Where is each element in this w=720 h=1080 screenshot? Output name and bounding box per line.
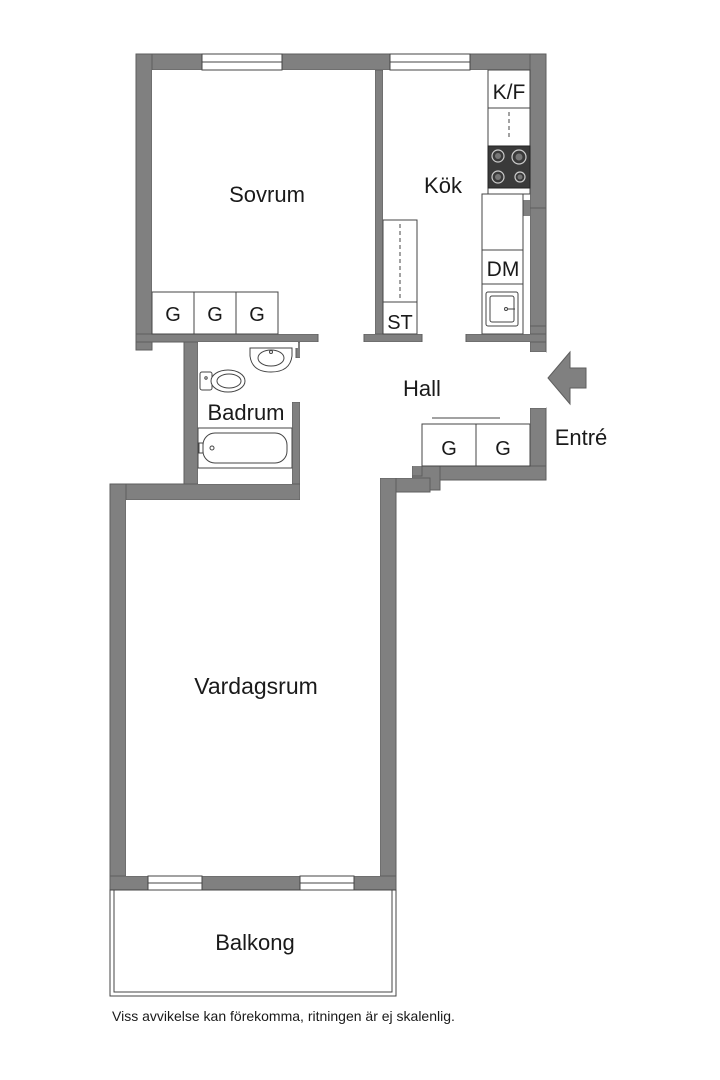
wall-sovrum-bottom [135, 333, 319, 343]
stove [487, 145, 531, 189]
wall-kok-bottom-right [465, 333, 547, 343]
toilet [199, 369, 246, 393]
washbasin [249, 347, 293, 373]
floor-living-upper [300, 478, 380, 500]
label-wardrobe-sovrum-3: G [249, 304, 265, 326]
label-kok: Kök [424, 173, 463, 198]
label-wardrobe-hall-2: G [495, 438, 511, 460]
window-sovrum [201, 53, 283, 71]
window-vardagsrum-left [147, 875, 203, 891]
wardrobe-sovrum-3 [235, 291, 279, 335]
label-wardrobe-sovrum-1: G [165, 304, 181, 326]
sovrum-wardrobes [151, 291, 279, 335]
label-st: ST [387, 312, 413, 334]
wall-sovrum-left [135, 53, 153, 351]
label-hall: Hall [403, 376, 441, 401]
label-dm: DM [487, 258, 520, 281]
balcony [109, 889, 397, 997]
label-kf: K/F [493, 81, 526, 104]
label-wardrobe-sovrum-2: G [207, 304, 223, 326]
label-entre: Entré [555, 425, 608, 450]
label-sovrum: Sovrum [229, 182, 305, 207]
wall-living-right [379, 477, 397, 891]
wardrobe-hall-1 [421, 423, 477, 467]
wall-right-mid [529, 207, 547, 337]
label-wardrobe-hall-1: G [441, 438, 457, 460]
bathtub [197, 427, 293, 469]
wall-living-left [109, 483, 127, 891]
wall-hall-bottom-right [429, 465, 547, 481]
wall-right-upper [529, 53, 547, 209]
window-vardagsrum-right [299, 875, 355, 891]
floor-sovrum [152, 70, 375, 334]
kitchen-wall-notch [523, 200, 530, 216]
bathroom-fixtures [197, 347, 293, 469]
floor-bath-right [292, 358, 300, 402]
floor-hall-left [300, 342, 412, 478]
label-badrum: Badrum [207, 400, 284, 425]
floor-living [126, 500, 380, 876]
wardrobe-sovrum-2 [193, 291, 237, 335]
windows [147, 53, 471, 891]
label-vardagsrum: Vardagsrum [194, 673, 318, 699]
window-kok [389, 53, 471, 71]
wall-sovrum-kok [374, 69, 384, 343]
kitchen-st-box [382, 301, 418, 335]
wardrobe-sovrum-1 [151, 291, 195, 335]
label-balkong: Balkong [215, 930, 295, 955]
hall-wardrobes [421, 417, 531, 467]
entry-arrow-icon [547, 350, 587, 406]
wall-bath-left-outer [183, 341, 199, 491]
wall-bath-bottom [109, 483, 301, 501]
disclaimer-text: Viss avvikelse kan förekomma, ritningen … [112, 1008, 455, 1024]
wardrobe-hall-2 [475, 423, 531, 467]
floor-entry-opening [530, 352, 546, 408]
wall-kok-bottom-left [363, 333, 423, 343]
wall-top [135, 53, 547, 71]
